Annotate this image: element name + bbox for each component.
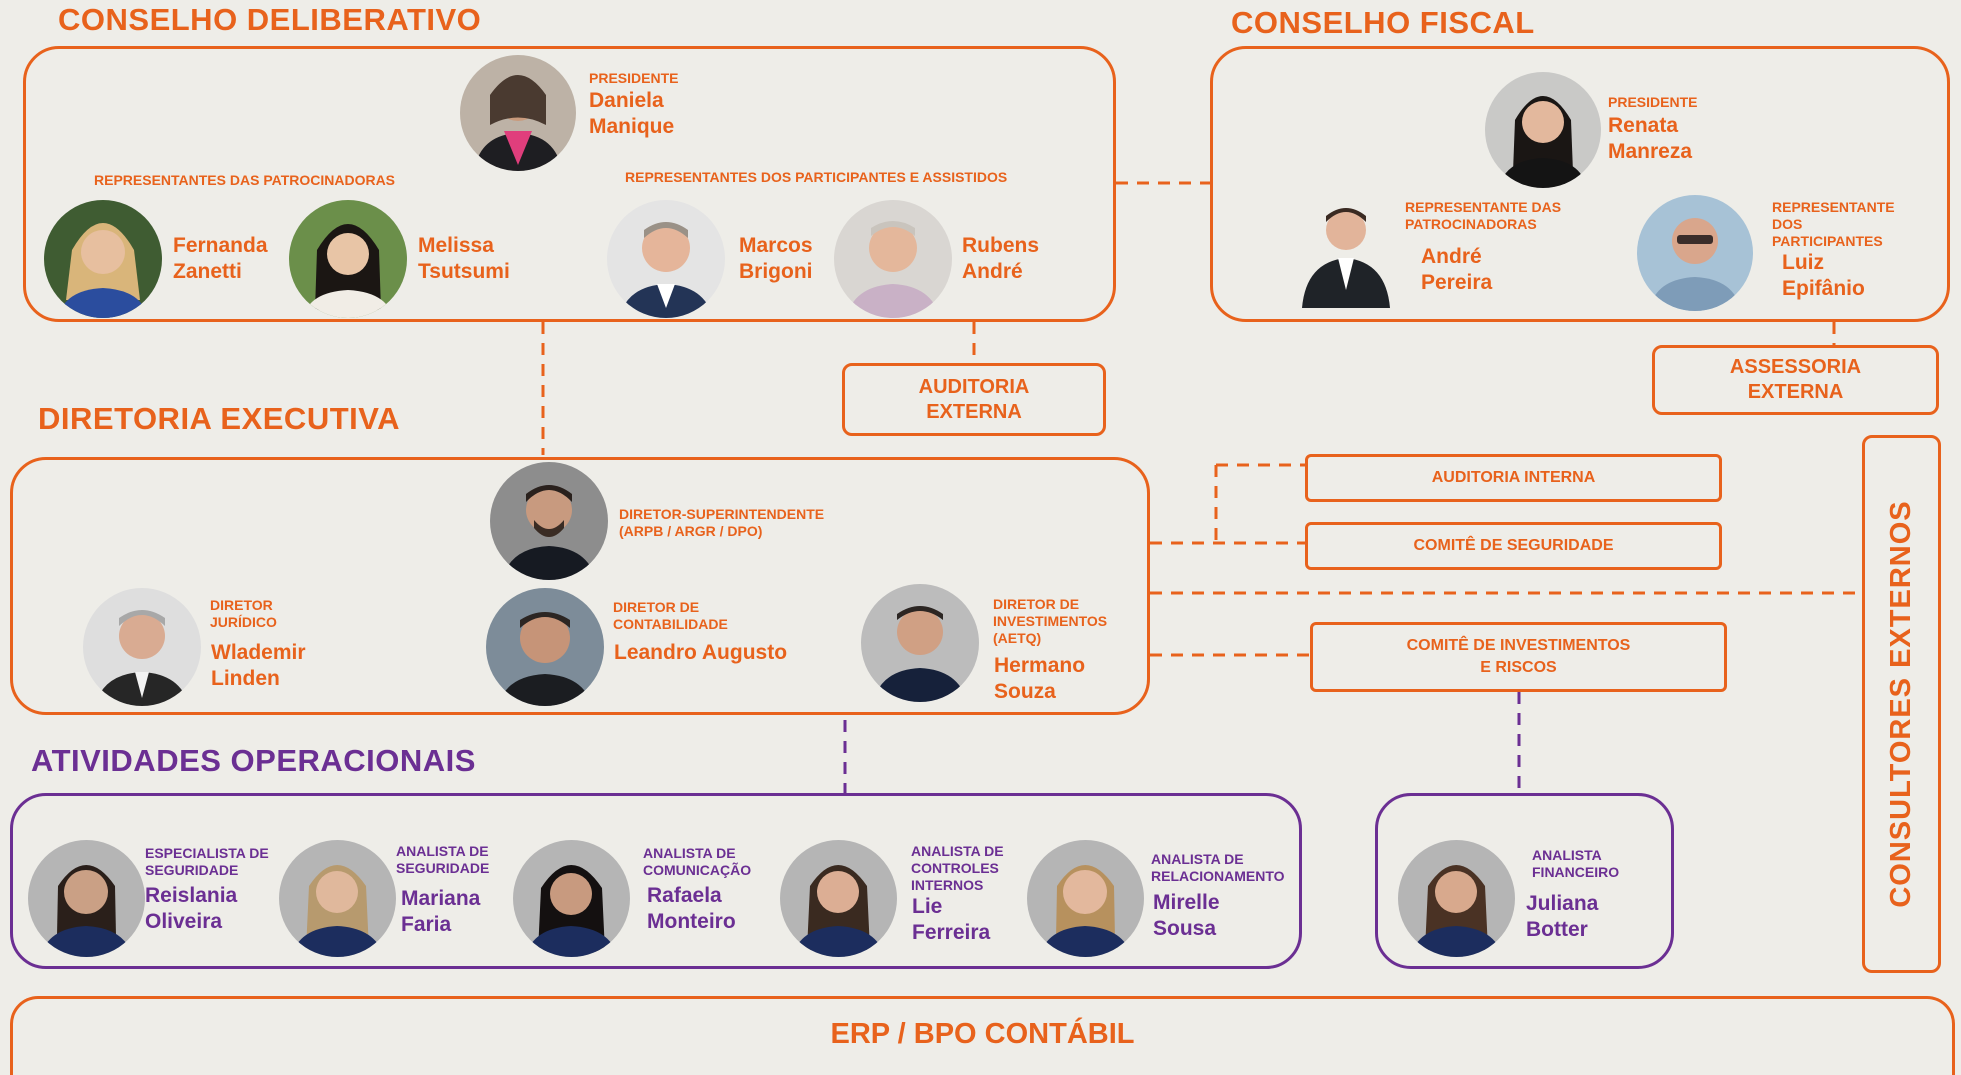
diretor-contabilidade-name: Leandro Augusto [614, 641, 788, 664]
erp-box [10, 996, 1955, 1075]
member-name: Rubens André [962, 234, 1040, 283]
member-role: ANALISTA DE RELACIONAMENTO [1151, 851, 1285, 884]
presidente-role: PRESIDENTE [1608, 94, 1698, 110]
diretor-contabilidade-role: DIRETOR DE CONTABILIDADE [613, 599, 728, 632]
consultores-externos-box [1862, 435, 1941, 973]
member-name: Lie Ferreira [912, 895, 991, 944]
avatar [44, 200, 162, 318]
avatar [486, 588, 604, 706]
member-role: ESPECIALISTA DE SEGURIDADE [145, 845, 269, 878]
diretoria-executiva-box [10, 457, 1150, 715]
avatar [607, 200, 725, 318]
avatar [83, 588, 201, 706]
avatar [460, 55, 576, 171]
member-role: ANALISTA DE CONTROLES INTERNOS [911, 843, 1004, 893]
comite-investimentos-box: COMITÊ DE INVESTIMENTOS E RISCOS [1310, 622, 1727, 692]
consultores-externos-label: CONSULTORES EXTERNOS [1885, 500, 1917, 908]
comite-seguridade-box: COMITÊ DE SEGURIDADE [1305, 522, 1722, 570]
representante-participantes-name: Luiz Epifânio [1782, 251, 1865, 300]
member-name: Marcos Brigoni [739, 234, 813, 283]
member-role: ANALISTA DE COMUNICAÇÃO [643, 845, 752, 878]
financeiro-box [1375, 793, 1674, 969]
avatar [1637, 195, 1753, 311]
presidente-name: Renata Manreza [1608, 114, 1693, 163]
diretoria-executiva-title: DIRETORIA EXECUTIVA [38, 401, 401, 436]
auditoria-externa-box: AUDITORIA EXTERNA [842, 363, 1106, 436]
representante-patrocinadoras-role: REPRESENTANTE DAS PATROCINADORAS [1405, 199, 1562, 232]
avatar [289, 200, 407, 318]
conselho-deliberativo-box [23, 46, 1116, 322]
member-role: ANALISTA DE SEGURIDADE [396, 843, 490, 876]
diretor-investimentos-role: DIRETOR DE INVESTIMENTOS (AETQ) [993, 596, 1108, 646]
avatar [861, 584, 979, 702]
assessoria-externa-box: ASSESSORIA EXTERNA [1652, 345, 1939, 415]
group-label-participantes: REPRESENTANTES DOS PARTICIPANTES E ASSIS… [625, 169, 1008, 185]
diretor-juridico-role: DIRETOR JURÍDICO [210, 597, 277, 630]
analista-financeiro-name: Juliana Botter [1526, 892, 1599, 941]
auditoria-interna-box: AUDITORIA INTERNA [1305, 454, 1722, 502]
avatar [513, 840, 630, 957]
diretor-superintendente-role: DIRETOR-SUPERINTENDENTE (ARPB / ARGR / D… [619, 506, 825, 539]
avatar [1485, 72, 1601, 188]
member-name: Mariana Faria [401, 887, 481, 936]
presidente-role: PRESIDENTE [589, 70, 679, 86]
avatar [1296, 190, 1396, 308]
avatar [28, 840, 145, 957]
atividades-operacionais-title: ATIVIDADES OPERACIONAIS [31, 743, 476, 778]
avatar [1398, 840, 1515, 957]
avatar [490, 462, 608, 580]
conselho-deliberativo-title: CONSELHO DELIBERATIVO [58, 2, 482, 37]
avatar [780, 840, 897, 957]
avatar [1027, 840, 1144, 957]
member-name: Rafaela Monteiro [647, 884, 736, 933]
atividades-operacionais-box [10, 793, 1302, 969]
representante-participantes-role: REPRESENTANTE DOS PARTICIPANTES [1772, 199, 1895, 249]
erp-label: ERP / BPO CONTÁBIL [830, 1018, 1135, 1050]
member-name: Mirelle Sousa [1153, 891, 1220, 940]
member-name: Melissa Tsutsumi [418, 234, 510, 283]
member-name: Reislania Oliveira [145, 884, 238, 933]
diretor-juridico-name: Wlademir Linden [211, 641, 306, 690]
diretor-investimentos-name: Hermano Souza [994, 654, 1086, 703]
representante-patrocinadoras-name: André Pereira [1421, 245, 1493, 294]
conselho-fiscal-title: CONSELHO FISCAL [1231, 5, 1535, 40]
avatar [279, 840, 396, 957]
avatar [834, 200, 952, 318]
presidente-name: Daniela Manique [589, 89, 675, 138]
analista-financeiro-role: ANALISTA FINANCEIRO [1532, 847, 1620, 880]
member-name: Fernanda Zanetti [173, 234, 268, 283]
group-label-patrocinadoras: REPRESENTANTES DAS PATROCINADORAS [94, 172, 396, 188]
conselho-fiscal-box [1210, 46, 1950, 322]
